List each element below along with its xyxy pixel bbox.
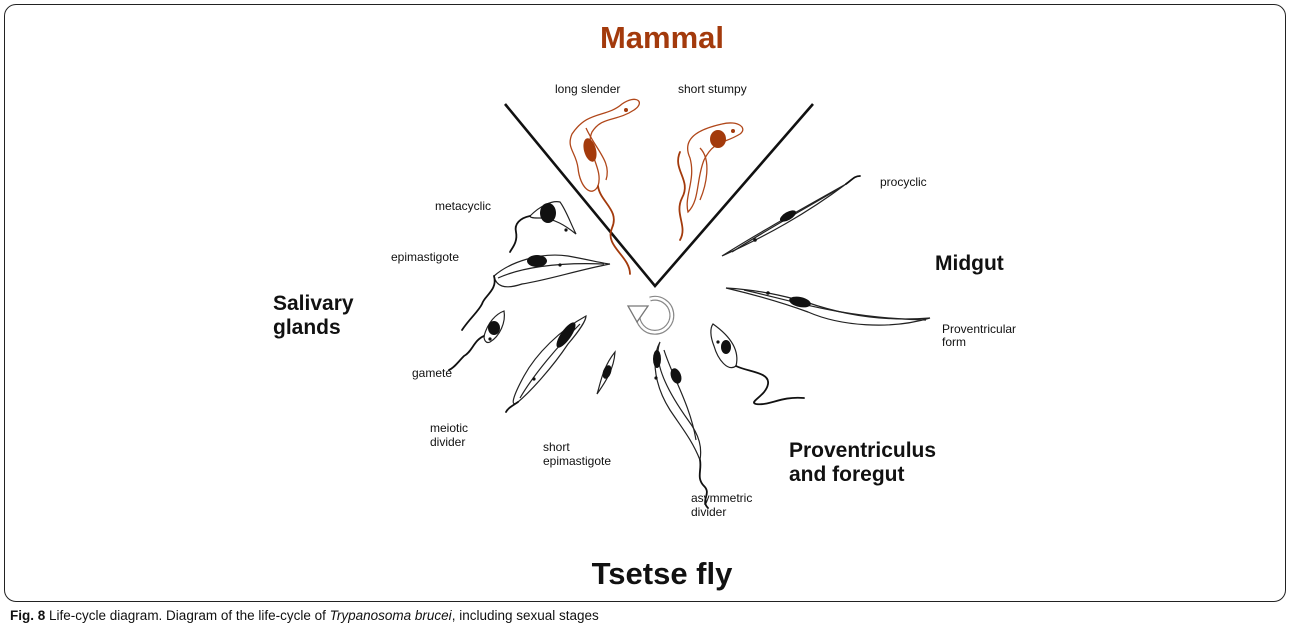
label-long-slender: long slender [555,82,620,96]
region-proventriculus-line1: Proventriculus [789,439,936,462]
region-midgut: Midgut [935,252,1004,275]
label-short-epimastigote-line1: short [543,440,570,454]
epimastigote-cell [462,255,610,330]
asymmetric-divider-cell [653,342,708,508]
caption-text-after: , including sexual stages [452,608,599,623]
cycle-arrow-icon [628,298,672,332]
region-proventriculus-line2: and foregut [789,463,905,486]
label-proventricular-line1: Proventricular [942,322,1016,336]
caption-fig-label: Fig. 8 [10,608,45,623]
label-meiotic-divider-line2: divider [430,435,465,449]
label-metacyclic: metacyclic [435,199,491,213]
metacyclic-cell [510,202,576,252]
label-procyclic: procyclic [880,175,927,189]
short-epimastigote-cell [597,352,615,394]
region-tsetse-fly: Tsetse fly [592,556,733,591]
region-mammal: Mammal [600,20,724,55]
label-epimastigote: epimastigote [391,250,459,264]
caption-text-before: Life-cycle diagram. Diagram of the life-… [45,608,329,623]
label-proventricular-line2: form [942,335,966,349]
meiotic-divider-cell [506,316,586,412]
long-slender-cell [570,99,639,274]
proventriculus-cell [711,324,804,404]
label-asymmetric-line2: divider [691,505,726,519]
procyclic-cell [722,176,860,256]
label-short-epimastigote-line2: epimastigote [543,454,611,468]
figure-caption: Fig. 8 Life-cycle diagram. Diagram of th… [10,608,599,623]
label-meiotic-divider-line1: meiotic [430,421,468,435]
label-asymmetric-line1: asymmetric [691,491,752,505]
label-gamete: gamete [412,366,452,380]
life-cycle-diagram: Mammal Midgut Salivary glands Proventric… [0,0,1290,606]
label-short-stumpy: short stumpy [678,82,747,96]
region-salivary-line2: glands [273,316,341,339]
region-salivary-line1: Salivary [273,292,354,315]
mammal-boundary-v [505,104,813,286]
caption-species: Trypanosoma brucei [330,608,452,623]
gamete-cell [449,311,504,370]
proventricular-form-cell [726,288,930,325]
